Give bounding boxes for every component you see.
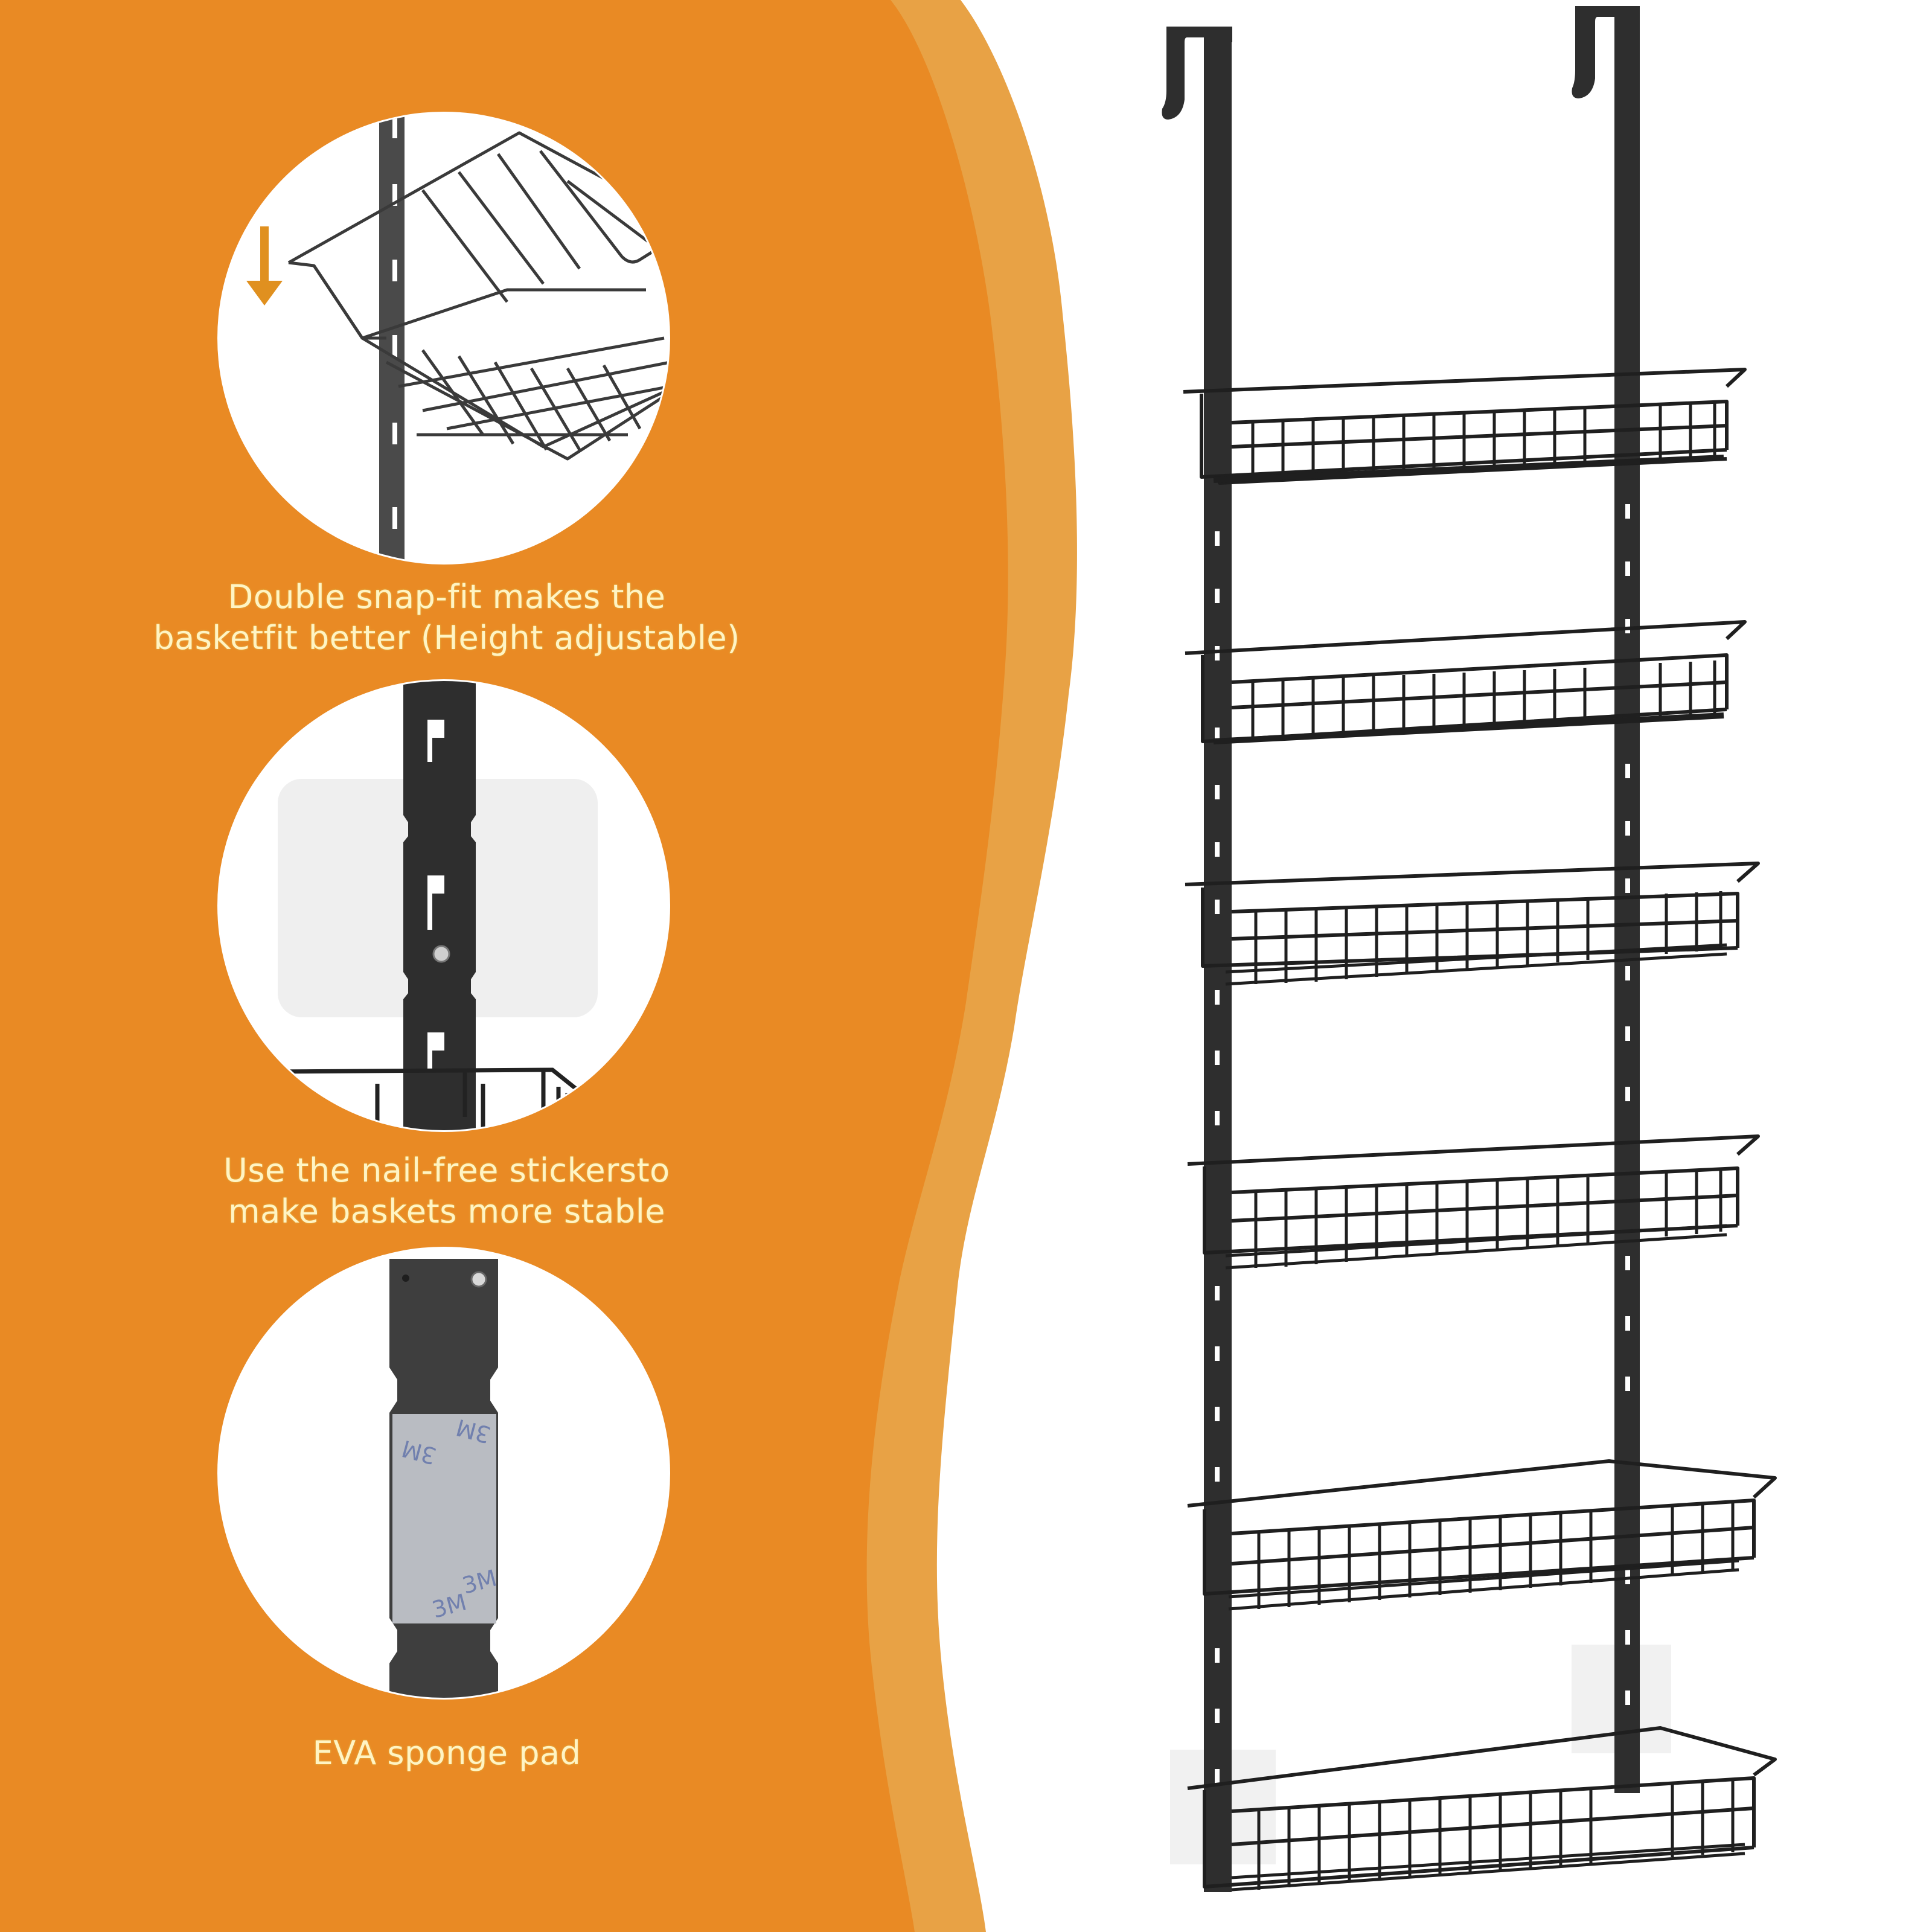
caption-eva-pad: EVA sponge pad xyxy=(85,1733,809,1774)
rail-left xyxy=(1204,27,1232,1892)
rail xyxy=(403,681,476,1130)
basket-5 xyxy=(1187,1459,1777,1611)
feature-circle-stickers xyxy=(217,679,670,1132)
rail-slots-right xyxy=(1625,504,1630,1705)
screw-icon xyxy=(470,1271,487,1288)
caption-stickers: Use the nail-free stickersto make basket… xyxy=(85,1150,809,1232)
caption-line: basketfit better (Height adjustable) xyxy=(153,619,740,657)
basket-4 xyxy=(1187,1134,1760,1270)
caption-line: Double snap-fit makes the xyxy=(228,578,666,616)
basket-2 xyxy=(1185,620,1747,744)
caption-snap-fit: Double snap-fit makes the basketfit bett… xyxy=(85,577,809,659)
rail-slots-left xyxy=(1215,531,1220,1783)
basket-3 xyxy=(1185,862,1760,986)
tilted-basket xyxy=(287,131,668,461)
caption-line: Use the nail-free stickersto xyxy=(223,1151,670,1189)
basket-1 xyxy=(1183,368,1747,485)
basket-6 xyxy=(1187,1726,1777,1892)
feature-circle-eva-pad: 3M 3M 3M 3M xyxy=(217,1247,670,1700)
caption-line: make baskets more stable xyxy=(228,1192,665,1230)
screw-icon xyxy=(432,945,450,963)
wire-rack xyxy=(1162,6,1777,1892)
tape-pad xyxy=(392,1414,496,1623)
feature-circle-snap-fit xyxy=(217,112,670,565)
arrow-down-icon xyxy=(246,226,283,305)
caption-line: EVA sponge pad xyxy=(312,1734,581,1772)
